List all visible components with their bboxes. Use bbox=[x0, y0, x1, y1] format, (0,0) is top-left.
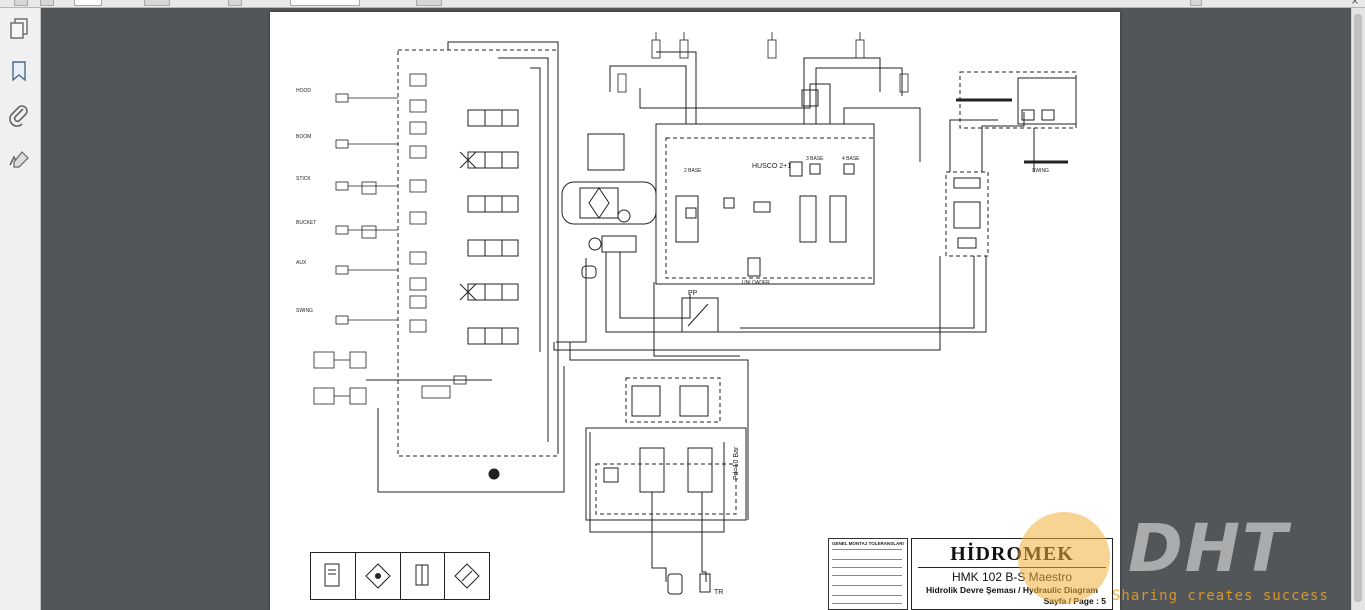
crush-hazard-icon bbox=[356, 553, 401, 599]
svg-text:2 BASE: 2 BASE bbox=[684, 168, 702, 174]
toolbar-button-zoom-in[interactable] bbox=[228, 0, 242, 6]
toolbar-button-forward[interactable] bbox=[40, 0, 54, 6]
watermark-logo: DHT bbox=[1128, 510, 1290, 587]
svg-text:BOOM: BOOM bbox=[296, 134, 311, 140]
scrollbar-thumb[interactable] bbox=[1354, 14, 1362, 602]
navigation-sidebar bbox=[0, 8, 41, 610]
pdf-page: HOOD BOOM STICK BUCKET AUX SWING 2 BASE … bbox=[270, 12, 1120, 610]
tolerance-spec-block: GENEL MONTAJ TOLERANSLARI bbox=[828, 538, 908, 610]
husco-label: HUSCO 2+1 bbox=[752, 163, 791, 170]
svg-text:STICK: STICK bbox=[296, 176, 311, 182]
top-toolbar: × bbox=[0, 0, 1365, 8]
attachment-icon[interactable] bbox=[6, 102, 32, 128]
svg-text:UNLOADER: UNLOADER bbox=[742, 280, 770, 286]
pp-label: PP bbox=[688, 290, 698, 297]
svg-text:4 BASE: 4 BASE bbox=[842, 156, 860, 162]
bookmark-icon[interactable] bbox=[6, 58, 32, 84]
hydraulic-schematic: HOOD BOOM STICK BUCKET AUX SWING 2 BASE … bbox=[296, 32, 1077, 596]
page-number-input[interactable] bbox=[74, 0, 102, 6]
warning-pictograms bbox=[310, 552, 490, 600]
hydraulic-pressure-icon bbox=[401, 553, 446, 599]
signature-icon[interactable] bbox=[6, 146, 32, 172]
tank-label: TR bbox=[714, 589, 723, 596]
spec-title: GENEL MONTAJ TOLERANSLARI bbox=[832, 541, 904, 546]
zoom-level-field[interactable] bbox=[290, 0, 360, 6]
toolbar-button-tools[interactable] bbox=[416, 0, 442, 6]
watermark-tagline: Sharing creates success bbox=[1112, 588, 1329, 604]
pages-icon[interactable] bbox=[6, 16, 32, 42]
svg-text:BUCKET: BUCKET bbox=[296, 220, 316, 226]
svg-text:HOOD: HOOD bbox=[296, 88, 311, 94]
keep-clear-icon bbox=[445, 553, 489, 599]
svg-text:3 BASE: 3 BASE bbox=[806, 156, 824, 162]
toolbar-button-back[interactable] bbox=[14, 0, 28, 6]
vertical-scrollbar[interactable] bbox=[1351, 8, 1365, 610]
svg-text:SWING: SWING bbox=[296, 308, 313, 314]
operator-manual-icon bbox=[311, 553, 356, 599]
watermark-logo-circle bbox=[1018, 512, 1110, 604]
pressure-label: Pd=10 Bar bbox=[733, 446, 740, 480]
svg-text:SWING: SWING bbox=[1032, 168, 1049, 174]
toolbar-button-zoom-out[interactable] bbox=[144, 0, 170, 6]
diagram-description: Hidrolik Devre Şeması / Hydraulic Diagra… bbox=[926, 585, 1098, 595]
toolbar-button-search[interactable] bbox=[1190, 0, 1202, 6]
svg-text:AUX: AUX bbox=[296, 260, 307, 266]
close-icon[interactable]: × bbox=[1350, 0, 1359, 7]
